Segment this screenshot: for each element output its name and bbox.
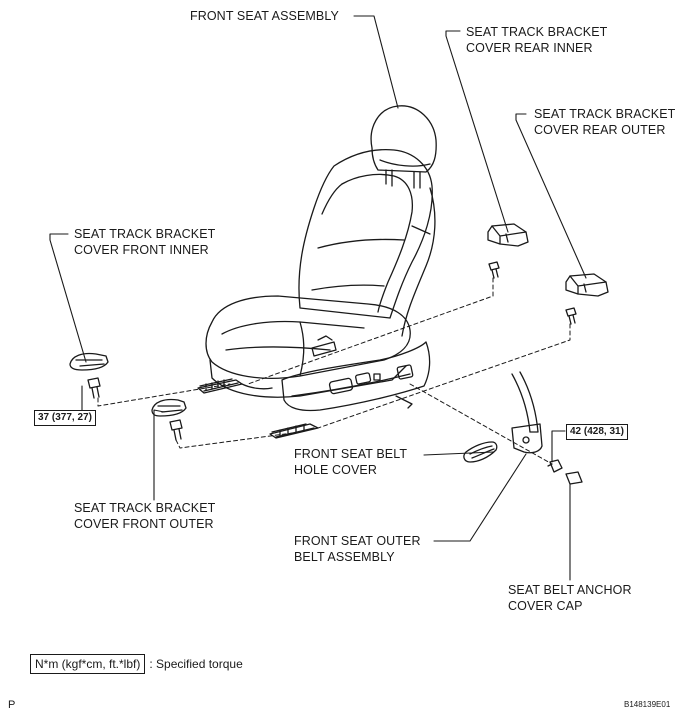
label-rear-inner: SEAT TRACK BRACKET COVER REAR INNER [466,24,607,56]
rear-inner-cover-part [487,223,529,279]
anchor-cap [565,471,583,485]
label-anchor-cap: SEAT BELT ANCHOR COVER CAP [508,582,632,614]
label-front-seat-assembly-text: FRONT SEAT ASSEMBLY [190,9,339,23]
label-outer-belt: FRONT SEAT OUTER BELT ASSEMBLY [294,533,421,565]
front-inner-cover-part [69,352,109,399]
rear-inner-bolt [488,261,500,279]
legend-unit-box: N*m (kgf*cm, ft.*lbf) [30,654,146,674]
label-front-outer-line1: SEAT TRACK BRACKET [74,501,216,515]
legend-text: : Specified torque [149,657,243,671]
corner-page-mark: P [8,699,16,711]
label-rear-outer: SEAT TRACK BRACKET COVER REAR OUTER [534,106,675,138]
front-seat-assembly [197,105,437,439]
label-rear-outer-line1: SEAT TRACK BRACKET [534,107,676,121]
front-outer-bolt [169,419,183,441]
label-anchor-cap-line1: SEAT BELT ANCHOR [508,583,632,597]
side-shield [281,341,431,412]
label-anchor-cap-line2: COVER CAP [508,599,583,613]
torque-anchor-bolt: 42 (428, 31) [566,424,628,440]
torque-front-inner-bolt: 37 (377, 27) [34,410,96,426]
label-rear-outer-line2: COVER REAR OUTER [534,123,666,137]
label-belt-hole-cover-line1: FRONT SEAT BELT [294,447,408,461]
rear-outer-cover-part [565,273,609,325]
torque-legend: N*m (kgf*cm, ft.*lbf): Specified torque [30,654,243,674]
headrest [370,105,437,173]
dashed-guides [97,277,571,465]
label-outer-belt-line2: BELT ASSEMBLY [294,550,395,564]
label-rear-inner-line1: SEAT TRACK BRACKET [466,25,608,39]
label-rear-inner-line2: COVER REAR INNER [466,41,593,55]
label-front-inner-line1: SEAT TRACK BRACKET [74,227,216,241]
seat-switch [328,377,354,395]
outer-belt-part [511,371,583,485]
label-belt-hole-cover: FRONT SEAT BELT HOLE COVER [294,446,407,478]
seat-cushion [205,295,411,379]
label-front-inner-line2: COVER FRONT INNER [74,243,209,257]
front-outer-cover-part [151,398,187,441]
label-front-outer: SEAT TRACK BRACKET COVER FRONT OUTER [74,500,215,532]
label-front-inner: SEAT TRACK BRACKET COVER FRONT INNER [74,226,215,258]
anchor-bolt [547,459,563,473]
rear-outer-bolt [565,307,577,325]
label-belt-hole-cover-line2: HOLE COVER [294,463,377,477]
label-front-outer-line2: COVER FRONT OUTER [74,517,214,531]
label-outer-belt-line1: FRONT SEAT OUTER [294,534,421,548]
label-front-seat-assembly: FRONT SEAT ASSEMBLY [190,8,339,24]
seat-back [298,148,433,319]
front-inner-bolt [87,377,101,399]
figure-code: B148139E01 [624,700,671,709]
leader-lines [49,15,587,581]
